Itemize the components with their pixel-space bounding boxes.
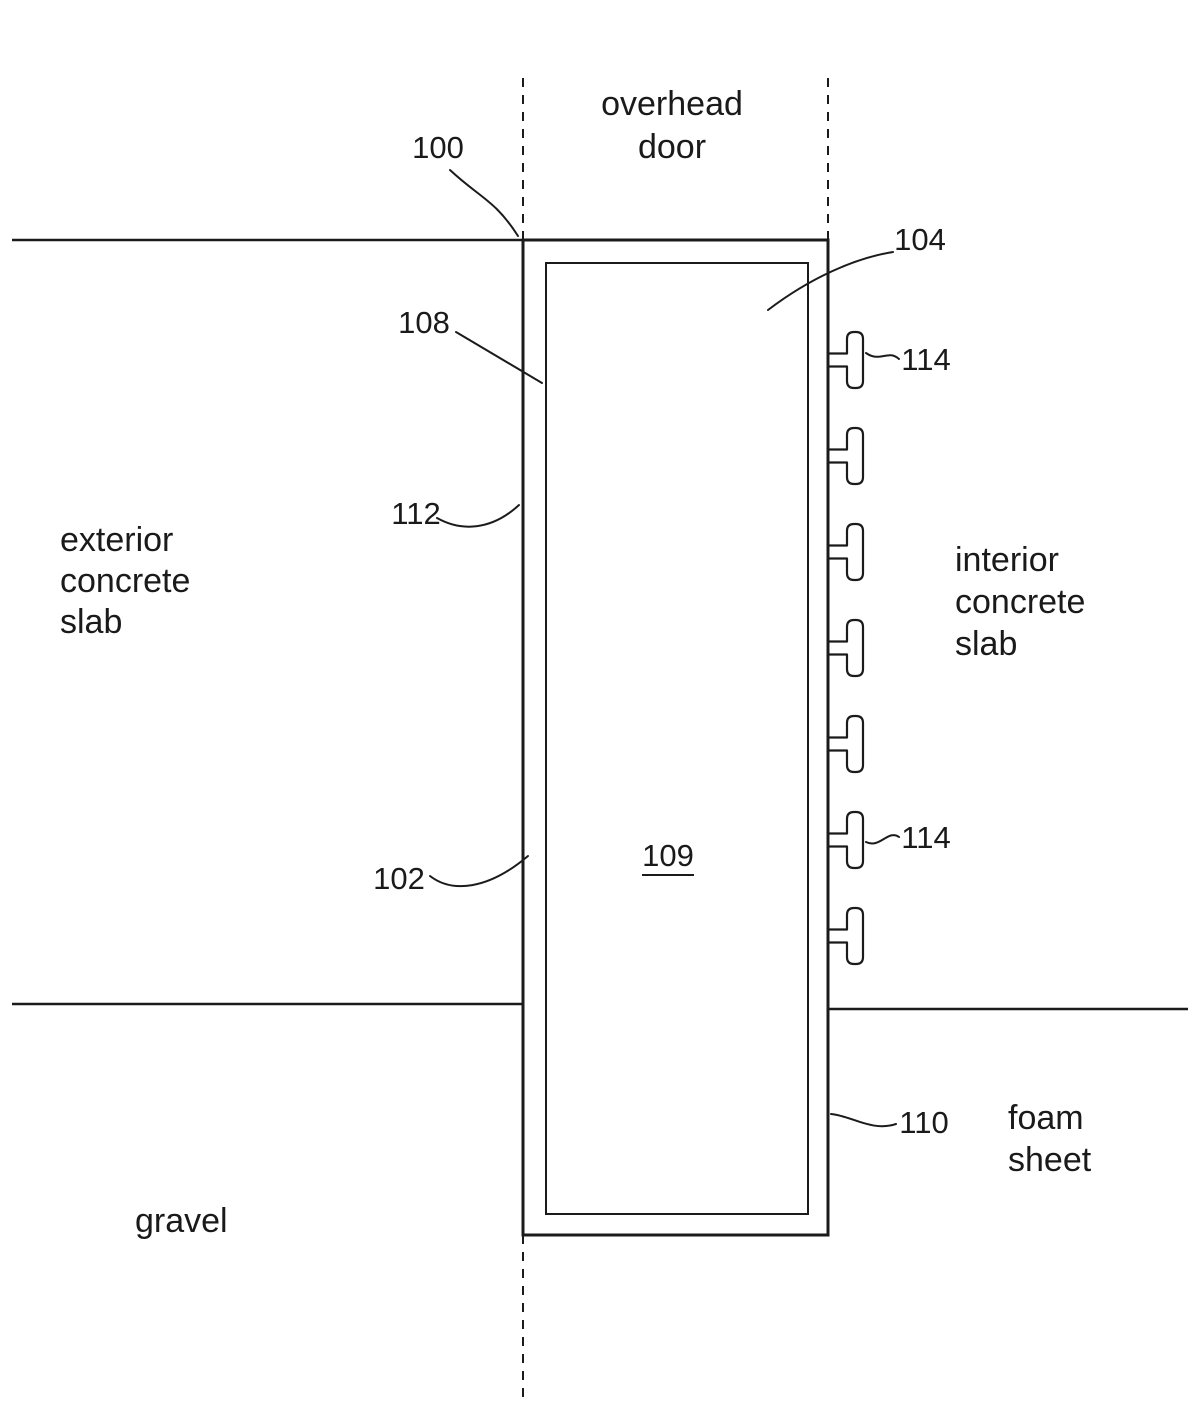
gravel-label: gravel — [135, 1202, 228, 1240]
leader-110 — [830, 1113, 897, 1128]
exterior-slab-label-line1: exterior — [60, 521, 173, 559]
leader-112 — [436, 504, 520, 528]
leader-102 — [429, 855, 529, 888]
foam-sheet-label-line2: sheet — [1008, 1141, 1092, 1179]
leader-lines-group — [429, 169, 900, 1128]
anchor-tie — [827, 426, 865, 486]
interior-slab-label-line3: slab — [955, 625, 1017, 663]
anchor-tie — [827, 522, 865, 582]
anchor-tie — [827, 618, 865, 678]
ref-numeral-100: 100 — [412, 130, 464, 165]
ref-numeral-112: 112 — [391, 496, 440, 531]
leader-114-bottom — [865, 834, 900, 845]
leader-104 — [767, 251, 894, 311]
anchor-tie — [827, 714, 865, 774]
interior-slab-label-line2: concrete — [955, 583, 1085, 621]
foam-sheet-label-line1: foam — [1008, 1099, 1084, 1137]
leader-108 — [455, 331, 543, 384]
inner-frame-rect — [545, 262, 809, 1215]
ref-numeral-109: 109 — [642, 838, 694, 873]
ref-numeral-114-top: 114 — [901, 342, 950, 377]
anchor-tie — [827, 810, 865, 870]
anchor-ties-group — [827, 330, 865, 966]
leader-114-top — [865, 352, 900, 360]
anchor-tie — [827, 330, 865, 390]
interior-slab-label-line1: interior — [955, 541, 1059, 579]
anchor-tie — [827, 906, 865, 966]
ref-numeral-104: 104 — [894, 222, 946, 257]
exterior-slab-label-line2: concrete — [60, 562, 190, 600]
ref-numeral-108: 108 — [398, 305, 450, 340]
outer-frame-rect — [521, 238, 830, 1237]
ref-numeral-114-bottom: 114 — [901, 820, 950, 855]
leader-100 — [449, 169, 519, 237]
overhead-door-label-line2: door — [638, 128, 706, 166]
overhead-door-label-line1: overhead — [601, 85, 743, 123]
ref-numeral-110: 110 — [899, 1105, 948, 1140]
ref-numeral-102: 102 — [373, 861, 425, 896]
exterior-slab-label-line3: slab — [60, 603, 122, 641]
